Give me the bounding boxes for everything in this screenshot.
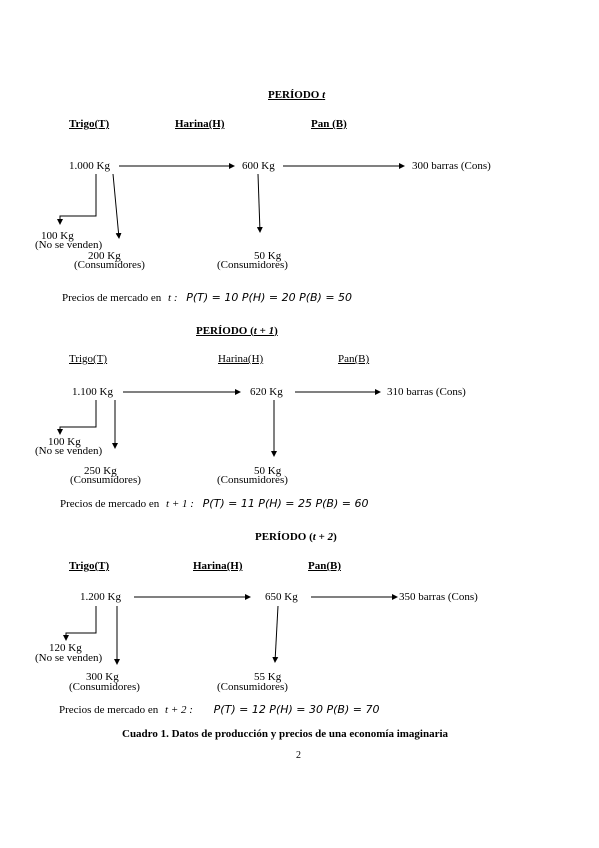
harina-consumidores-quantity: 55 Kg: [254, 671, 282, 683]
arrow-trigo-no-venden: [57, 400, 97, 435]
header-pan: Pan (B): [311, 118, 347, 130]
trigo-consumidores-quantity: 200 Kg: [88, 250, 121, 262]
prices-label: Precios de mercado en: [60, 498, 160, 510]
prices-period: t + 2 :: [165, 704, 193, 716]
harina-consumidores-quantity: 50 Kg: [254, 250, 282, 262]
trigo-consumidores-label: (Consumidores): [69, 681, 140, 693]
header-pan: Pan(B): [308, 560, 341, 572]
arrow-harina-consumidores: [256, 173, 263, 233]
prices-period: t + 1 :: [166, 498, 194, 510]
harina-quantity: 650 Kg: [265, 591, 298, 603]
section-title-prefix: PERÍODO (: [196, 325, 254, 337]
section-title-suffix: ): [333, 531, 337, 543]
page-number: 2: [296, 750, 301, 761]
section-title-prefix: PERÍODO (: [255, 531, 313, 543]
trigo-quantity: 1.200 Kg: [80, 591, 121, 603]
section-title-var: t: [322, 89, 326, 101]
prices-label: Precios de mercado en: [62, 292, 162, 304]
section-title-var: t + 2: [312, 531, 334, 543]
harina-quantity: 600 Kg: [242, 160, 275, 172]
arrow-trigo-no-venden: [57, 174, 97, 225]
prices-row: Precios de mercado en t + 2 : P(T) = 12 …: [59, 704, 379, 716]
pan-quantity: 300 barras (Cons): [412, 160, 491, 172]
prices-values: P(T) = 10 P(H) = 20 P(B) = 50: [186, 291, 353, 304]
harina-consumidores-label: (Consumidores): [217, 681, 288, 693]
harina-consumidores-quantity: 50 Kg: [254, 465, 282, 477]
section-title: PERÍODO (t + 2): [255, 532, 337, 543]
no-venden-label: (No se venden): [35, 652, 103, 664]
prices-label: Precios de mercado en: [59, 704, 159, 716]
trigo-consumidores-quantity: 250 Kg: [84, 465, 117, 477]
no-venden-quantity: 120 Kg: [49, 642, 82, 654]
harina-quantity: 620 Kg: [250, 386, 283, 398]
trigo-consumidores-label: (Consumidores): [74, 259, 145, 271]
header-pan: Pan(B): [338, 353, 370, 365]
prices-period: t :: [168, 292, 178, 304]
no-venden-label: (No se venden): [35, 445, 103, 457]
figure-caption: Cuadro 1. Datos de producción y precios …: [122, 728, 449, 740]
trigo-quantity: 1.100 Kg: [72, 386, 113, 398]
section-title: PERÍODO (t + 1): [196, 326, 278, 337]
header-harina: Harina(H): [175, 118, 225, 130]
no-venden-quantity: 100 Kg: [41, 230, 74, 242]
harina-consumidores-label: (Consumidores): [217, 259, 288, 271]
trigo-quantity: 1.000 Kg: [69, 160, 110, 172]
header-trigo: Trigo(T): [69, 560, 110, 572]
section-title: PERÍODO t: [268, 90, 325, 101]
header-harina: Harina(H): [218, 353, 264, 365]
header-trigo: Trigo(T): [69, 353, 108, 365]
section-title-prefix: PERÍODO: [268, 89, 323, 101]
arrow-trigo-consumidores: [112, 173, 122, 239]
arrow-trigo-no-venden: [63, 606, 97, 641]
prices-values: P(T) = 12 P(H) = 30 P(B) = 70: [213, 703, 380, 716]
section-title-suffix: ): [274, 325, 278, 337]
trigo-consumidores-quantity: 300 Kg: [86, 671, 119, 683]
header-trigo: Trigo(T): [69, 118, 110, 130]
no-venden-quantity: 100 Kg: [48, 436, 81, 448]
pan-quantity: 350 barras (Cons): [399, 591, 478, 603]
prices-values: P(T) = 11 P(H) = 25 P(B) = 60: [202, 497, 369, 510]
trigo-consumidores-label: (Consumidores): [70, 474, 141, 486]
no-venden-label: (No se venden): [35, 239, 103, 251]
pan-quantity: 310 barras (Cons): [387, 386, 466, 398]
harina-consumidores-label: (Consumidores): [217, 474, 288, 486]
prices-row: Precios de mercado en t : P(T) = 10 P(H)…: [62, 292, 352, 304]
header-harina: Harina(H): [193, 560, 243, 572]
prices-row: Precios de mercado en t + 1 : P(T) = 11 …: [60, 498, 368, 510]
section-title-var: t + 1: [253, 325, 275, 337]
arrow-harina-consumidores: [272, 605, 279, 663]
